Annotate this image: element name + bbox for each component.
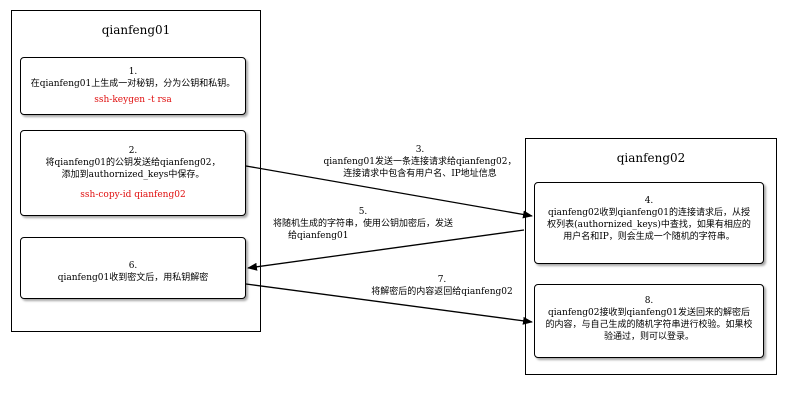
step-1-command: ssh-keygen -t rsa [94,95,172,105]
message-7-line1: 将解密后的内容返回给qianfeng02 [371,287,513,297]
message-3-line1: qianfeng01发送一条连接请求给qianfeng02， [323,157,517,167]
step-4-box: 4. qianfeng02收到qianfeng01的连接请求后，从授权列表(au… [534,182,764,264]
step-8-text: qianfeng02接收到qianfeng01发送回来的解密后的内容，与自己生成… [545,308,753,342]
step-8-box: 8. qianfeng02接收到qianfeng01发送回来的解密后的内容，与自… [534,284,764,358]
step-1-number: 1. [128,67,138,77]
step-2-text: 将qianfeng01的公钥发送给qianfeng02，添加到authorniz… [45,158,221,180]
arrow-5 [247,229,525,271]
step-6-number: 6. [128,261,138,271]
step-4-text: qianfeng02收到qianfeng01的连接请求后，从授权列表(autho… [547,208,751,242]
qianfeng02-title: qianfeng02 [616,151,686,165]
message-3-line2: 连接请求中包含有用户名、IP地址信息 [343,169,497,179]
step-2-box: 2. 将qianfeng01的公钥发送给qianfeng02，添加到author… [20,130,246,216]
arrow-7 [245,283,533,325]
message-5-line2: 给qianfeng01 [288,231,349,241]
message-7-number: 7. [437,275,447,285]
step-6-text: qianfeng01收到密文后，用私钥解密 [57,273,209,283]
step-1-text: 在qianfeng01上生成一对秘钥，分为公钥和私钥。 [30,79,236,89]
step-2-command: ssh-copy-id qianfeng02 [80,190,186,200]
qianfeng01-title: qianfeng01 [101,23,171,37]
message-5-line1: 将随机生成的字符串，使用公钥加密后，发送 [272,219,453,229]
step-4-number: 4. [644,196,654,206]
step-8-number: 8. [644,296,654,306]
message-3: 3. qianfeng01发送一条连接请求给qianfeng02， 连接请求中包… [300,144,540,180]
message-3-number: 3. [415,145,425,155]
message-5: 5. 将随机生成的字符串，使用公钥加密后，发送 给qianfeng01 [258,206,468,242]
message-7: 7. 将解密后的内容返回给qianfeng02 [352,274,532,298]
step-6-box: 6. qianfeng01收到密文后，用私钥解密 [20,237,246,299]
step-1-box: 1. 在qianfeng01上生成一对秘钥，分为公钥和私钥。 ssh-keyge… [20,57,246,115]
arrow-3 [245,165,533,219]
message-5-number: 5. [358,207,368,217]
step-2-number: 2. [128,146,138,156]
